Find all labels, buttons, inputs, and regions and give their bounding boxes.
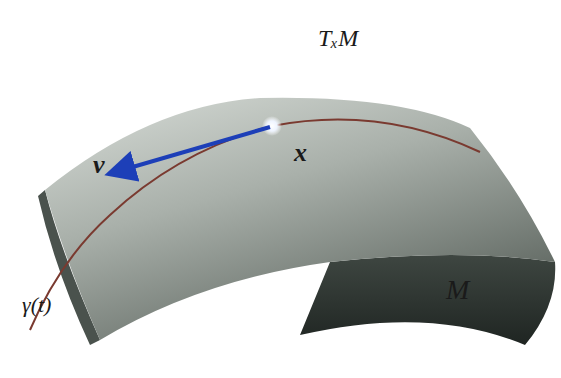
surface-front <box>300 255 555 345</box>
manifold-label: M <box>446 276 469 304</box>
vector-label: v <box>93 152 105 178</box>
tangent-space-label: TₓM <box>318 26 358 50</box>
surface-top <box>45 98 555 340</box>
curve-gamma <box>30 120 480 330</box>
point-label: x <box>294 140 307 166</box>
point-glow <box>262 116 282 136</box>
curve-label: γ(t) <box>22 294 51 316</box>
tangent-vector <box>112 127 270 173</box>
